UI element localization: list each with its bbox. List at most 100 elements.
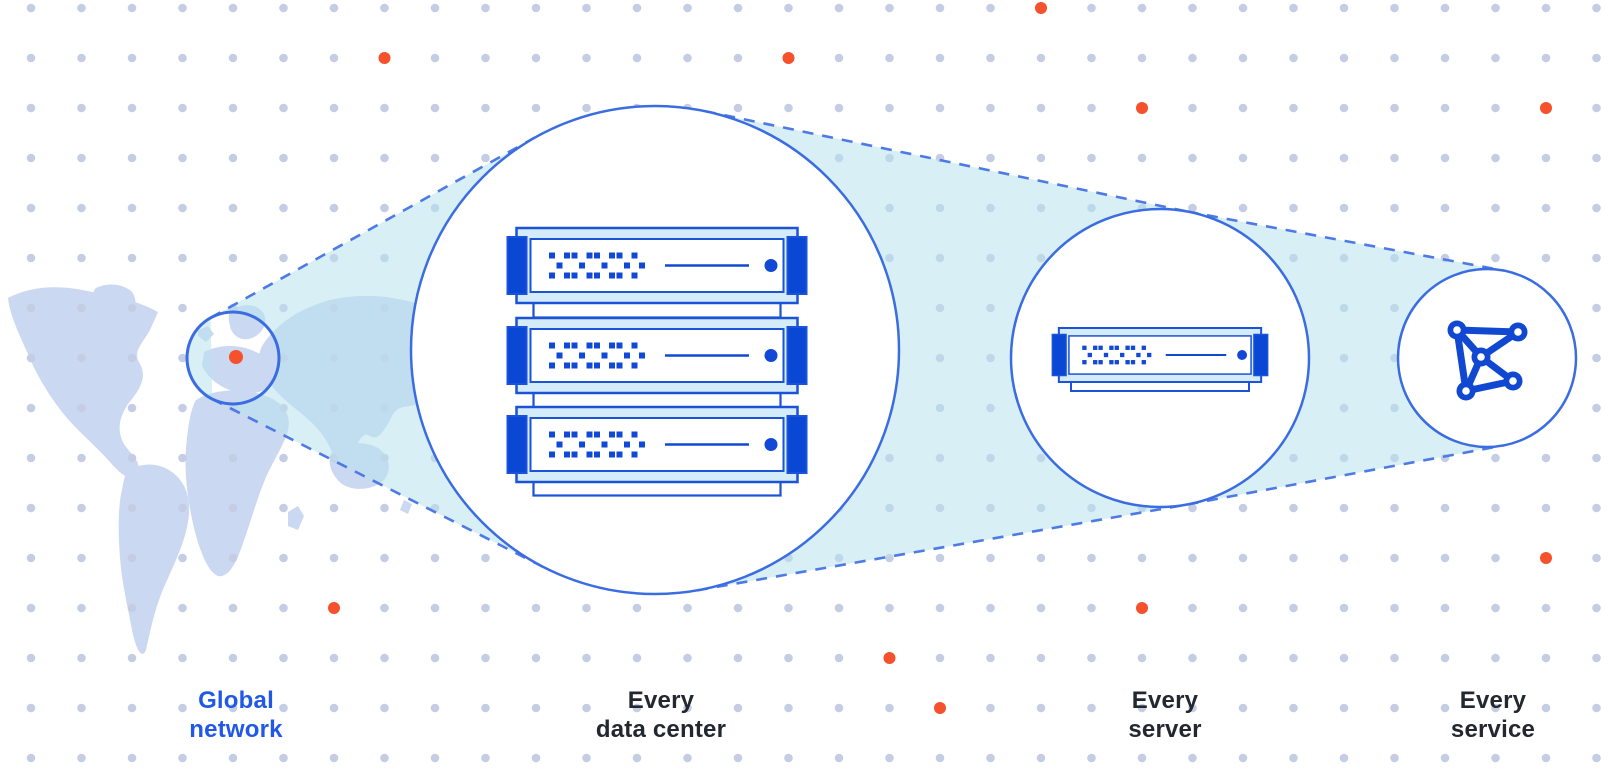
grid-dot (1238, 653, 1248, 663)
grid-dot (1491, 253, 1500, 263)
grid-dot (1238, 153, 1248, 163)
grid-dot (329, 153, 339, 163)
grid-dot (1390, 103, 1399, 113)
grid-dot (127, 403, 137, 413)
grid-dot (1541, 3, 1551, 13)
orange-accent-dot (782, 52, 795, 64)
server-connector (532, 301, 782, 319)
grid-dot (1238, 703, 1248, 713)
grid-dot (1188, 103, 1197, 113)
grid-dot (279, 203, 288, 213)
grid-dot (1188, 53, 1197, 63)
grid-dot (1289, 3, 1298, 13)
grid-dot (77, 603, 86, 613)
grid-dot (430, 3, 440, 13)
grid-dot (430, 753, 440, 763)
orange-accent-dot (1136, 102, 1148, 114)
grid-dot (885, 53, 894, 63)
grid-dot (1541, 253, 1551, 263)
grid-dot (632, 53, 642, 63)
grid-dot (481, 3, 490, 13)
grid-dot (1541, 703, 1551, 713)
grid-dot (1592, 3, 1601, 13)
grid-dot (1087, 753, 1096, 763)
grid-dot (279, 53, 288, 63)
grid-dot (329, 753, 339, 763)
grid-dot (1339, 603, 1349, 613)
grid-dot (1289, 703, 1298, 713)
grid-dot (935, 103, 945, 113)
grid-dot (1541, 503, 1551, 513)
grid-dot (1592, 203, 1601, 213)
grid-dot (1238, 553, 1248, 563)
grid-dot (1188, 703, 1197, 713)
grid-dot (632, 703, 642, 713)
grid-dot (1440, 53, 1450, 63)
grid-dot (329, 203, 339, 213)
grid-dot (1440, 153, 1450, 163)
grid-dot (885, 703, 894, 713)
server-dot-matrix (549, 252, 645, 279)
grid-dot (733, 103, 743, 113)
grid-dot (784, 753, 793, 763)
dashed-tangent-line (704, 109, 1191, 214)
grid-dot (127, 653, 137, 663)
grid-dot (1238, 103, 1248, 113)
grid-dot (430, 603, 440, 613)
grid-dot (1087, 153, 1096, 163)
orange-accent-dot (1540, 552, 1552, 564)
grid-dot (127, 753, 137, 763)
grid-dot (885, 603, 894, 613)
grid-dot (481, 703, 490, 713)
grid-dot (329, 53, 339, 63)
grid-dot (1592, 253, 1601, 263)
grid-dot (1491, 503, 1500, 513)
orange-accent-dot (1035, 2, 1047, 14)
grid-dot (77, 453, 86, 463)
grid-dot (1491, 103, 1500, 113)
grid-dot (531, 653, 541, 663)
grid-dot (26, 53, 36, 63)
grid-dot (784, 3, 793, 13)
server-left-tab (1051, 333, 1067, 377)
grid-dot (1592, 703, 1601, 713)
grid-dot (380, 503, 389, 513)
grid-dot (1087, 3, 1096, 13)
grid-dot (1491, 553, 1500, 563)
grid-dot (582, 603, 591, 613)
grid-dot (430, 653, 440, 663)
grid-dot (1541, 453, 1551, 463)
grid-dot (228, 203, 238, 213)
grid-dot (935, 753, 945, 763)
grid-dot (481, 553, 490, 563)
grid-dot (127, 3, 137, 13)
grid-dot (279, 703, 288, 713)
grid-dot (1188, 203, 1197, 213)
grid-dot (1541, 603, 1551, 613)
grid-dot (1188, 653, 1197, 663)
grid-dot (279, 553, 288, 563)
server-right-tab (786, 236, 808, 295)
grid-dot (127, 153, 137, 163)
grid-dot (986, 3, 995, 13)
grid-dot (632, 603, 642, 613)
grid-dot (1440, 103, 1450, 113)
grid-dot (329, 703, 339, 713)
grid-dot (380, 653, 389, 663)
grid-dot (885, 3, 894, 13)
grid-dot (380, 153, 389, 163)
grid-dot (1592, 653, 1601, 663)
grid-dot (430, 53, 440, 63)
grid-dot (127, 353, 137, 363)
grid-dot (885, 753, 894, 763)
grid-dot (178, 303, 187, 313)
grid-dot (279, 753, 288, 763)
grid-dot (279, 453, 288, 463)
grid-dot (1238, 603, 1248, 613)
grid-dot (1390, 153, 1399, 163)
grid-dot (834, 103, 844, 113)
grid-dot (1491, 153, 1500, 163)
grid-dot (1592, 103, 1601, 113)
